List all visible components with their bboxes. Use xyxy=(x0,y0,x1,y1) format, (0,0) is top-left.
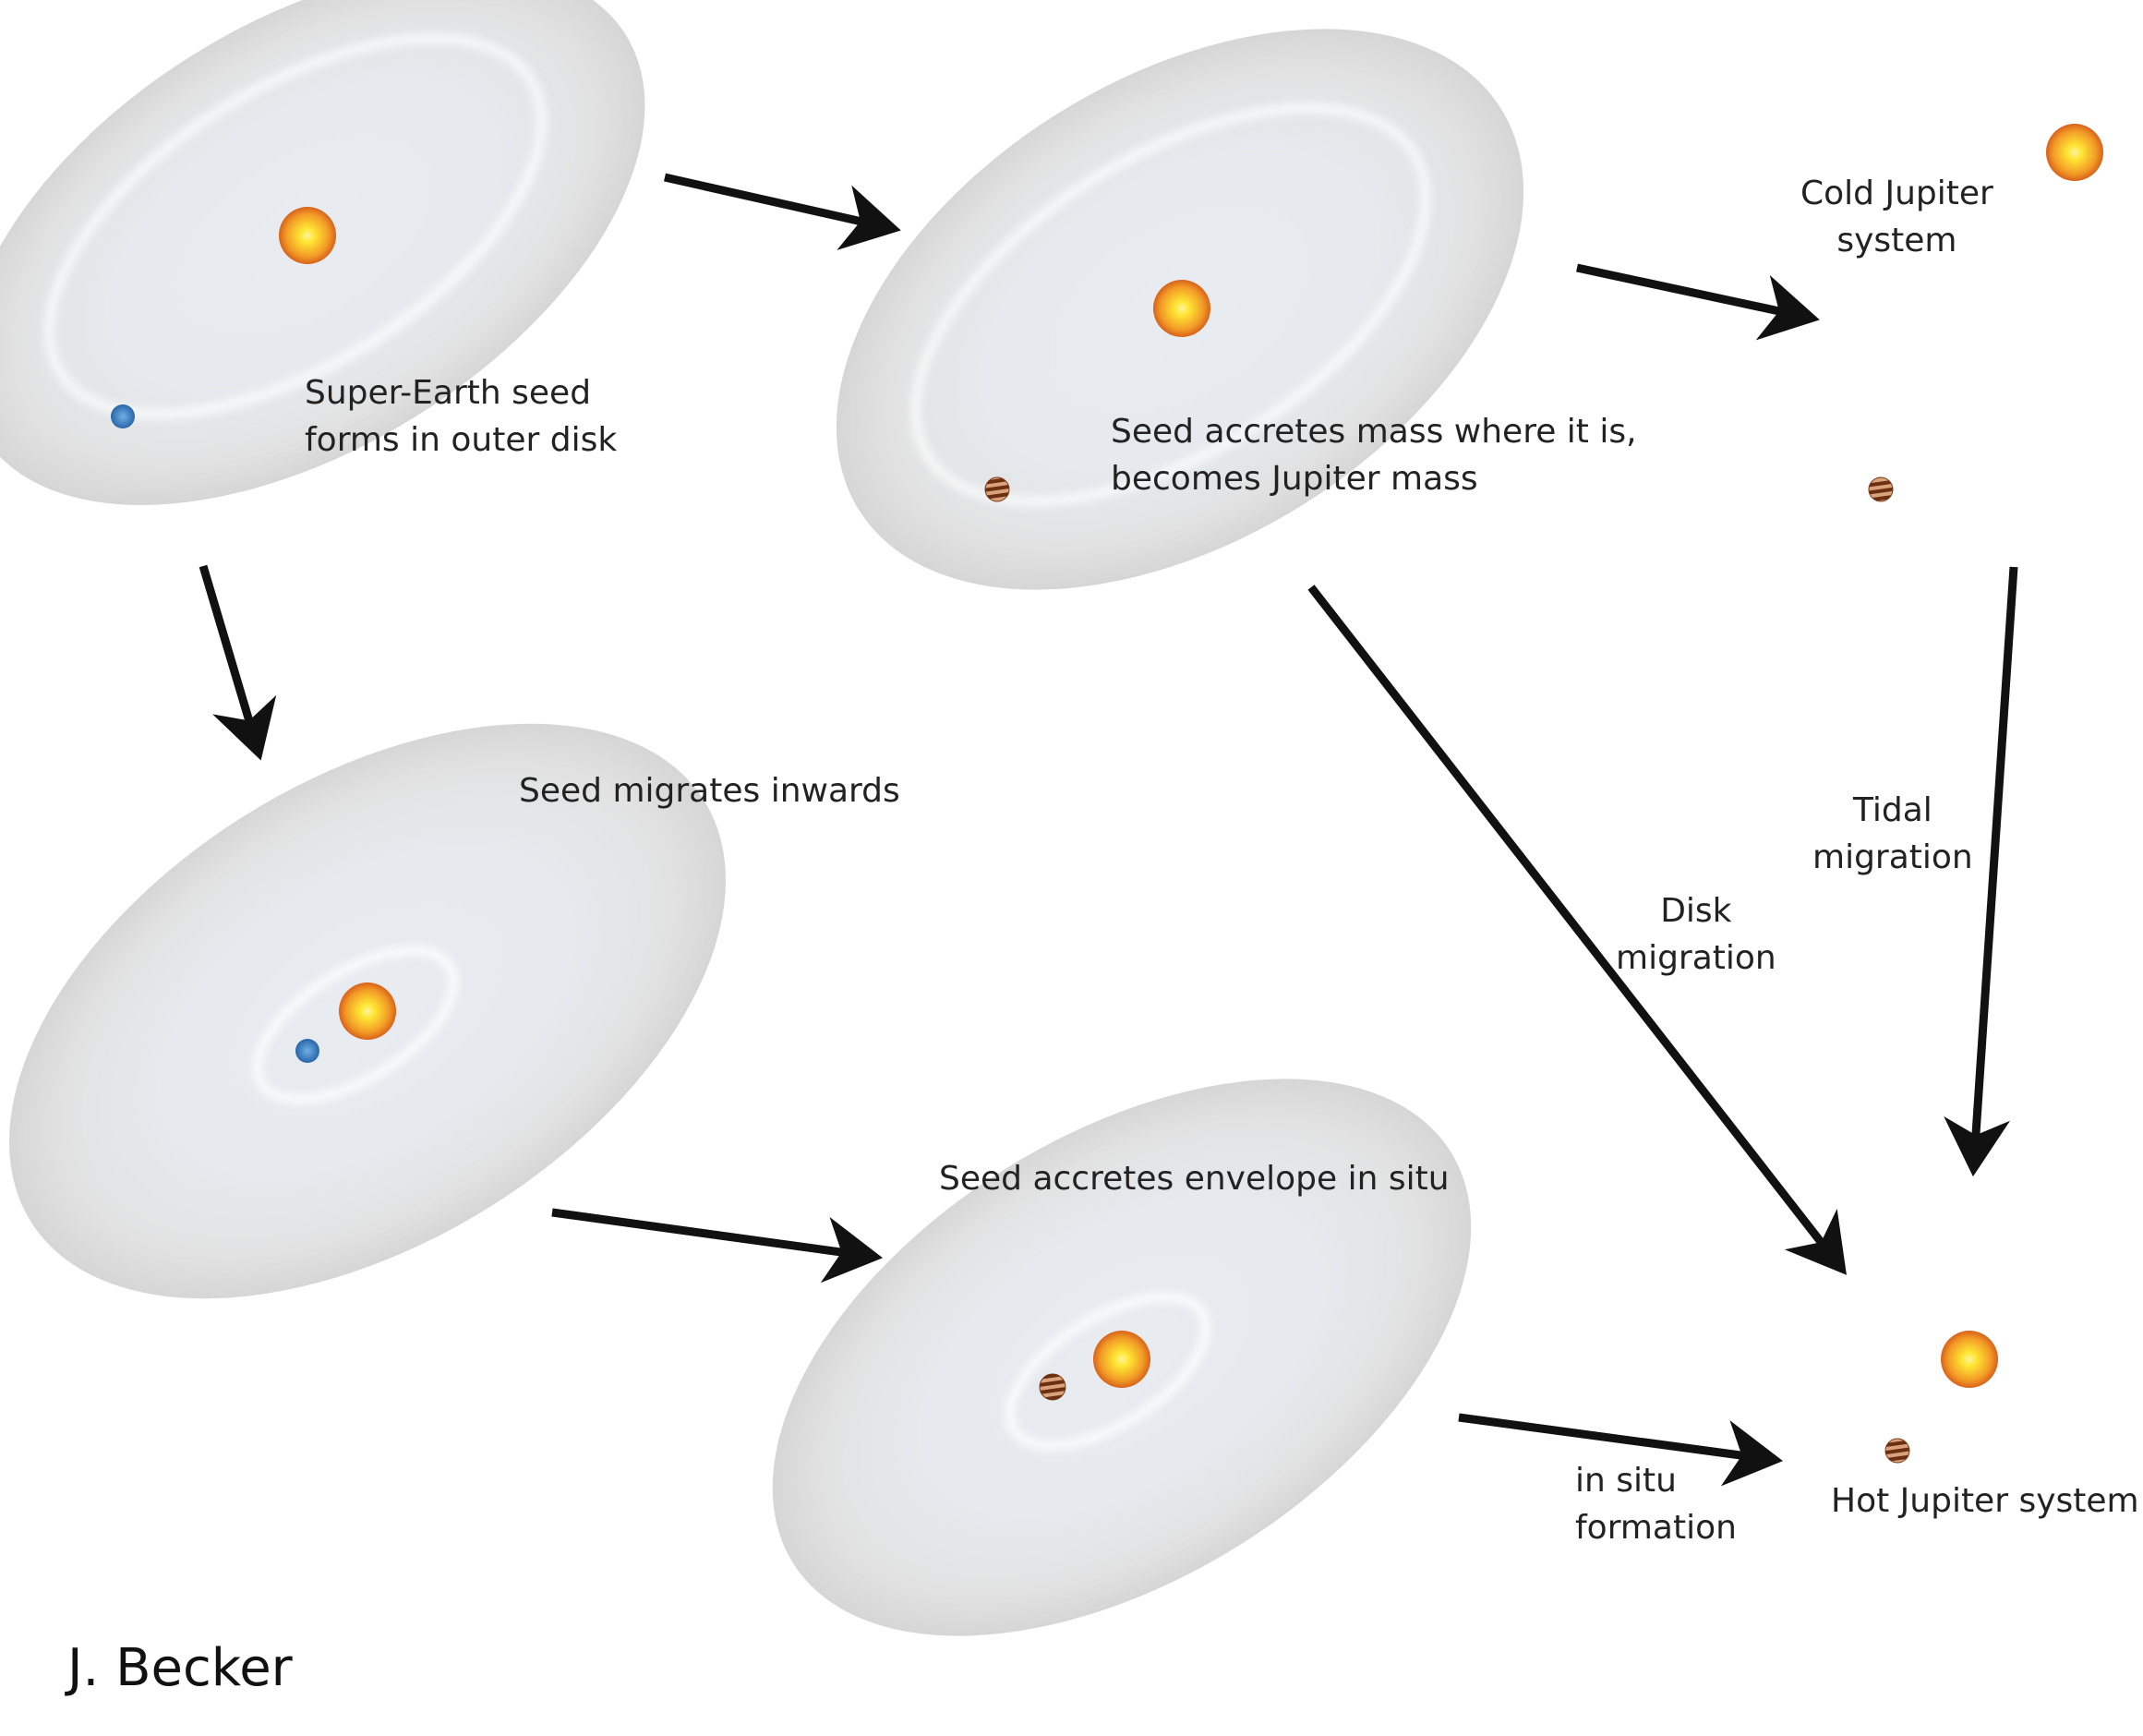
arrow-seed-to-migrates xyxy=(199,564,277,761)
cold-jupiter-system xyxy=(1868,124,2103,502)
label-tidal-migration: Tidal migration xyxy=(1812,791,1973,876)
label-disk-migration: Disk migration xyxy=(1616,892,1776,977)
arrow-envelope-to-hot-jupiter xyxy=(1458,1413,1784,1487)
label-super-earth-seed: Super-Earth seed forms in outer disk xyxy=(305,374,618,459)
label-hot-jupiter: Hot Jupiter system xyxy=(1831,1482,2139,1520)
star-icon xyxy=(2046,124,2103,181)
jupiter-icon xyxy=(1884,1438,1910,1464)
arrow-accretes-mass-to-cold-jupiter xyxy=(1576,263,1820,341)
arrow-tidal-migration xyxy=(1944,566,2018,1177)
label-in-situ-formation: in situ formation xyxy=(1575,1462,1737,1547)
jupiter-icon xyxy=(984,476,1010,502)
disk-seed-accretes-mass xyxy=(836,29,1524,590)
arrow-disk-migration xyxy=(1307,585,1847,1275)
author-credit: J. Becker xyxy=(67,1638,293,1698)
disk-seed-accretes-envelope xyxy=(772,1079,1472,1636)
label-cold-jupiter: Cold Jupiter system xyxy=(1800,175,1993,259)
label-seed-accretes-envelope: Seed accretes envelope in situ xyxy=(939,1160,1450,1198)
star-icon xyxy=(339,983,396,1040)
star-icon xyxy=(1941,1331,1998,1388)
disk-super-earth-seed xyxy=(0,0,645,505)
star-icon xyxy=(1153,280,1210,337)
star-icon xyxy=(1093,1331,1150,1388)
arrow-seed-to-accretes-mass xyxy=(664,173,901,250)
label-seed-migrates: Seed migrates inwards xyxy=(519,772,900,810)
jupiter-icon xyxy=(1039,1373,1066,1401)
disk-seed-migrates xyxy=(9,723,726,1299)
super-earth-icon xyxy=(111,404,135,428)
hot-jupiter-system xyxy=(1884,1331,1998,1464)
star-icon xyxy=(279,207,336,264)
arrow-migrates-to-envelope xyxy=(551,1208,884,1284)
super-earth-icon xyxy=(295,1039,319,1063)
label-seed-accretes-mass: Seed accretes mass where it is, becomes … xyxy=(1111,413,1637,498)
jupiter-icon xyxy=(1868,476,1894,502)
